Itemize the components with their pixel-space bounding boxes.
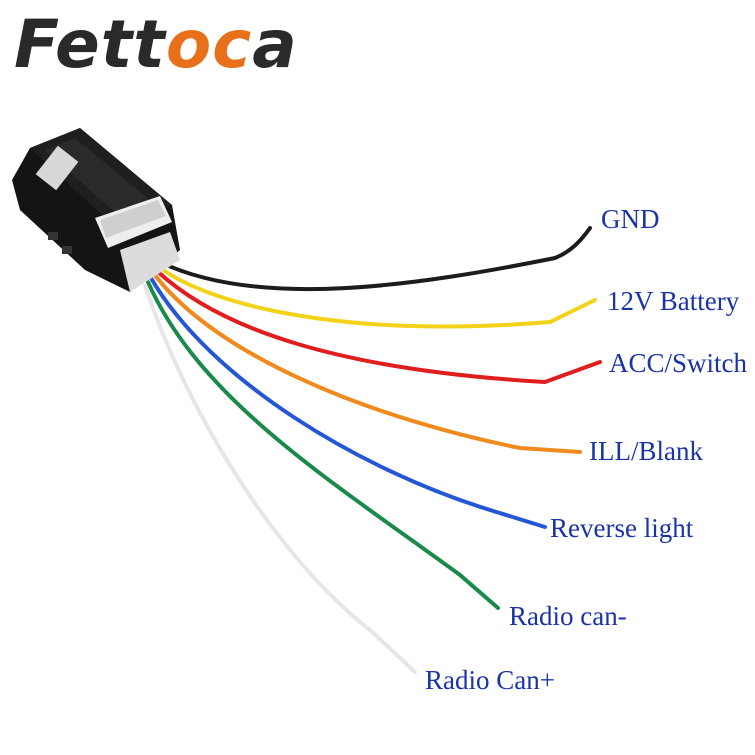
brand-logo: Fettoca — [14, 12, 298, 78]
label-12v-battery: 12V Battery — [607, 286, 740, 316]
wire-radio-can-minus — [146, 280, 500, 610]
label-ill-blank: ILL/Blank — [589, 436, 703, 466]
label-radio-can-minus: Radio can- — [509, 601, 627, 631]
label-acc-switch: ACC/Switch — [609, 348, 748, 378]
brand-logo-part-2: oc — [165, 6, 253, 83]
converter-module — [12, 128, 180, 292]
brand-logo-part-1: Fett — [14, 6, 166, 83]
wire-gnd — [158, 226, 592, 292]
label-reverse-light: Reverse light — [550, 513, 694, 543]
wire-reverse-light — [149, 276, 547, 529]
label-radio-can-plus: Radio Can+ — [425, 665, 555, 695]
wire-radio-can-plus — [143, 284, 417, 674]
brand-logo-part-3: a — [252, 6, 298, 83]
wire-ill-blank — [152, 272, 582, 454]
wire-12v-battery — [156, 264, 597, 329]
wire-acc-switch — [154, 268, 602, 385]
label-gnd: GND — [601, 204, 660, 234]
